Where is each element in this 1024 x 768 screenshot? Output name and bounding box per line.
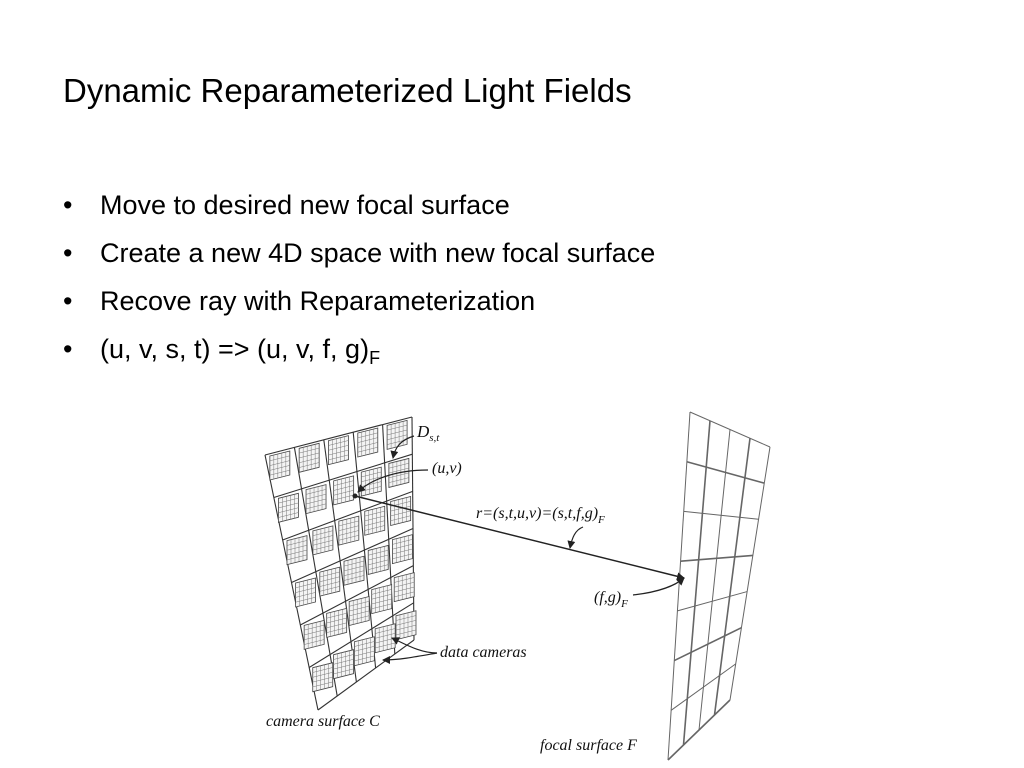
camera-tile <box>286 535 308 566</box>
focal-grid-line <box>670 663 737 711</box>
camera-tile <box>269 450 291 481</box>
bullet-dot: • <box>63 238 73 268</box>
camera-surface-grid <box>264 416 415 711</box>
bullet-item: • Move to desired new focal surface <box>63 188 655 236</box>
focal-grid-line <box>686 460 765 484</box>
label-ray: r=(s,t,u,v)=(s,t,f,g)F <box>476 505 605 526</box>
camera-tile <box>295 577 316 608</box>
camera-tile <box>390 495 412 527</box>
slide-title: Dynamic Reparameterized Light Fields <box>63 72 632 109</box>
bullet-text: Recove ray with Reparameterization <box>100 286 536 316</box>
camera-tile <box>371 584 393 615</box>
camera-tile <box>312 662 334 693</box>
label-uv: (u,v) <box>432 460 462 477</box>
camera-grid-line <box>308 602 414 668</box>
camera-tile <box>319 566 341 597</box>
camera-tile <box>298 442 320 473</box>
camera-grid-line <box>273 453 413 499</box>
camera-tile <box>333 475 355 506</box>
leader-fg <box>632 577 685 596</box>
data-camera-tiles <box>269 419 417 693</box>
focal-grid-line <box>698 429 731 731</box>
camera-tile <box>360 466 382 497</box>
camera-tile <box>312 525 334 556</box>
bullet-subscript: F <box>369 348 381 368</box>
camera-grid-line <box>282 490 413 541</box>
bullet-text: (u, v, s, t) => (u, v, f, g) <box>100 334 370 364</box>
bullet-item: • Create a new 4D space with new focal su… <box>63 236 655 284</box>
camera-tile <box>393 572 415 603</box>
label-data-cameras: data cameras <box>440 644 527 661</box>
camera-tile <box>278 492 299 523</box>
leader-uv <box>357 469 429 493</box>
focal-grid-line <box>682 420 711 746</box>
camera-tile <box>305 484 327 515</box>
bullet-dot: • <box>63 190 73 220</box>
bullet-list: • Move to desired new focal surface • Crea… <box>63 188 655 380</box>
camera-grid-line <box>317 639 415 711</box>
focal-grid-line <box>667 411 691 761</box>
camera-grid-line <box>264 416 413 456</box>
focal-grid-line <box>689 411 771 448</box>
camera-tile <box>303 619 325 650</box>
camera-tile <box>333 649 354 680</box>
label-camera-surface: camera surface C <box>266 713 380 730</box>
camera-tile <box>328 435 349 466</box>
leader-ds <box>390 435 415 459</box>
camera-tile <box>353 636 375 667</box>
bullet-item: • Recove ray with Reparameterization <box>63 284 655 332</box>
label-fg: (f,g)F <box>594 589 628 610</box>
focal-grid-line <box>713 438 751 716</box>
focal-grid-line <box>673 626 742 662</box>
bullet-text: Create a new 4D space with new focal sur… <box>100 238 656 268</box>
focal-grid-line <box>729 446 771 701</box>
camera-tile <box>326 607 348 638</box>
leader-cameras-1 <box>391 637 438 654</box>
camera-tile <box>395 610 417 641</box>
ray-line <box>354 495 685 581</box>
bullet-dot: • <box>63 286 73 316</box>
camera-tile <box>386 419 408 450</box>
camera-tile <box>374 623 396 654</box>
ray-origin-dot <box>352 493 358 499</box>
camera-tile <box>348 595 370 627</box>
camera-tile <box>392 534 413 565</box>
focal-grid-line <box>683 510 759 520</box>
camera-tile <box>357 427 379 458</box>
camera-tile <box>367 544 389 575</box>
camera-grid-line <box>291 527 414 584</box>
label-focal-surface: focal surface F <box>540 737 637 754</box>
bullet-text: Move to desired new focal surface <box>100 190 510 220</box>
focal-grid-line <box>667 699 731 761</box>
label-d-st: Ds,t <box>416 422 440 444</box>
camera-grid-line <box>300 565 414 626</box>
focal-surface-grid <box>667 411 771 761</box>
camera-tile <box>343 555 365 586</box>
focal-grid-line <box>677 591 748 612</box>
bullet-dot: • <box>63 334 73 364</box>
focal-grid-line <box>680 554 753 562</box>
bullet-item: • (u, v, s, t) => (u, v, f, g)F <box>63 332 655 380</box>
camera-tile <box>364 505 386 536</box>
camera-tile <box>338 515 360 546</box>
leader-ray <box>567 526 584 549</box>
leader-cameras-2 <box>382 652 438 664</box>
